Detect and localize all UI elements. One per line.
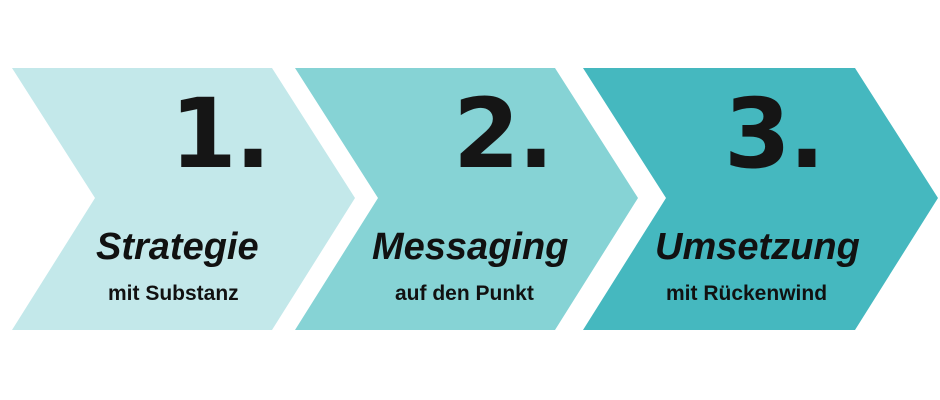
- step-1-title: Strategie: [96, 226, 259, 268]
- step-2-number: 2.: [453, 78, 554, 190]
- chevron-step-1: [12, 68, 355, 330]
- step-2-subtitle: auf den Punkt: [395, 282, 534, 305]
- step-1-number: 1.: [170, 78, 271, 190]
- chevron-step-2: [295, 68, 638, 330]
- chevron-step-3: [583, 68, 938, 330]
- step-3-title: Umsetzung: [655, 226, 860, 268]
- step-3-subtitle: mit Rückenwind: [666, 282, 828, 305]
- step-3-number: 3.: [724, 78, 825, 190]
- step-2-title: Messaging: [372, 226, 569, 268]
- step-1-subtitle: mit Substanz: [108, 282, 239, 305]
